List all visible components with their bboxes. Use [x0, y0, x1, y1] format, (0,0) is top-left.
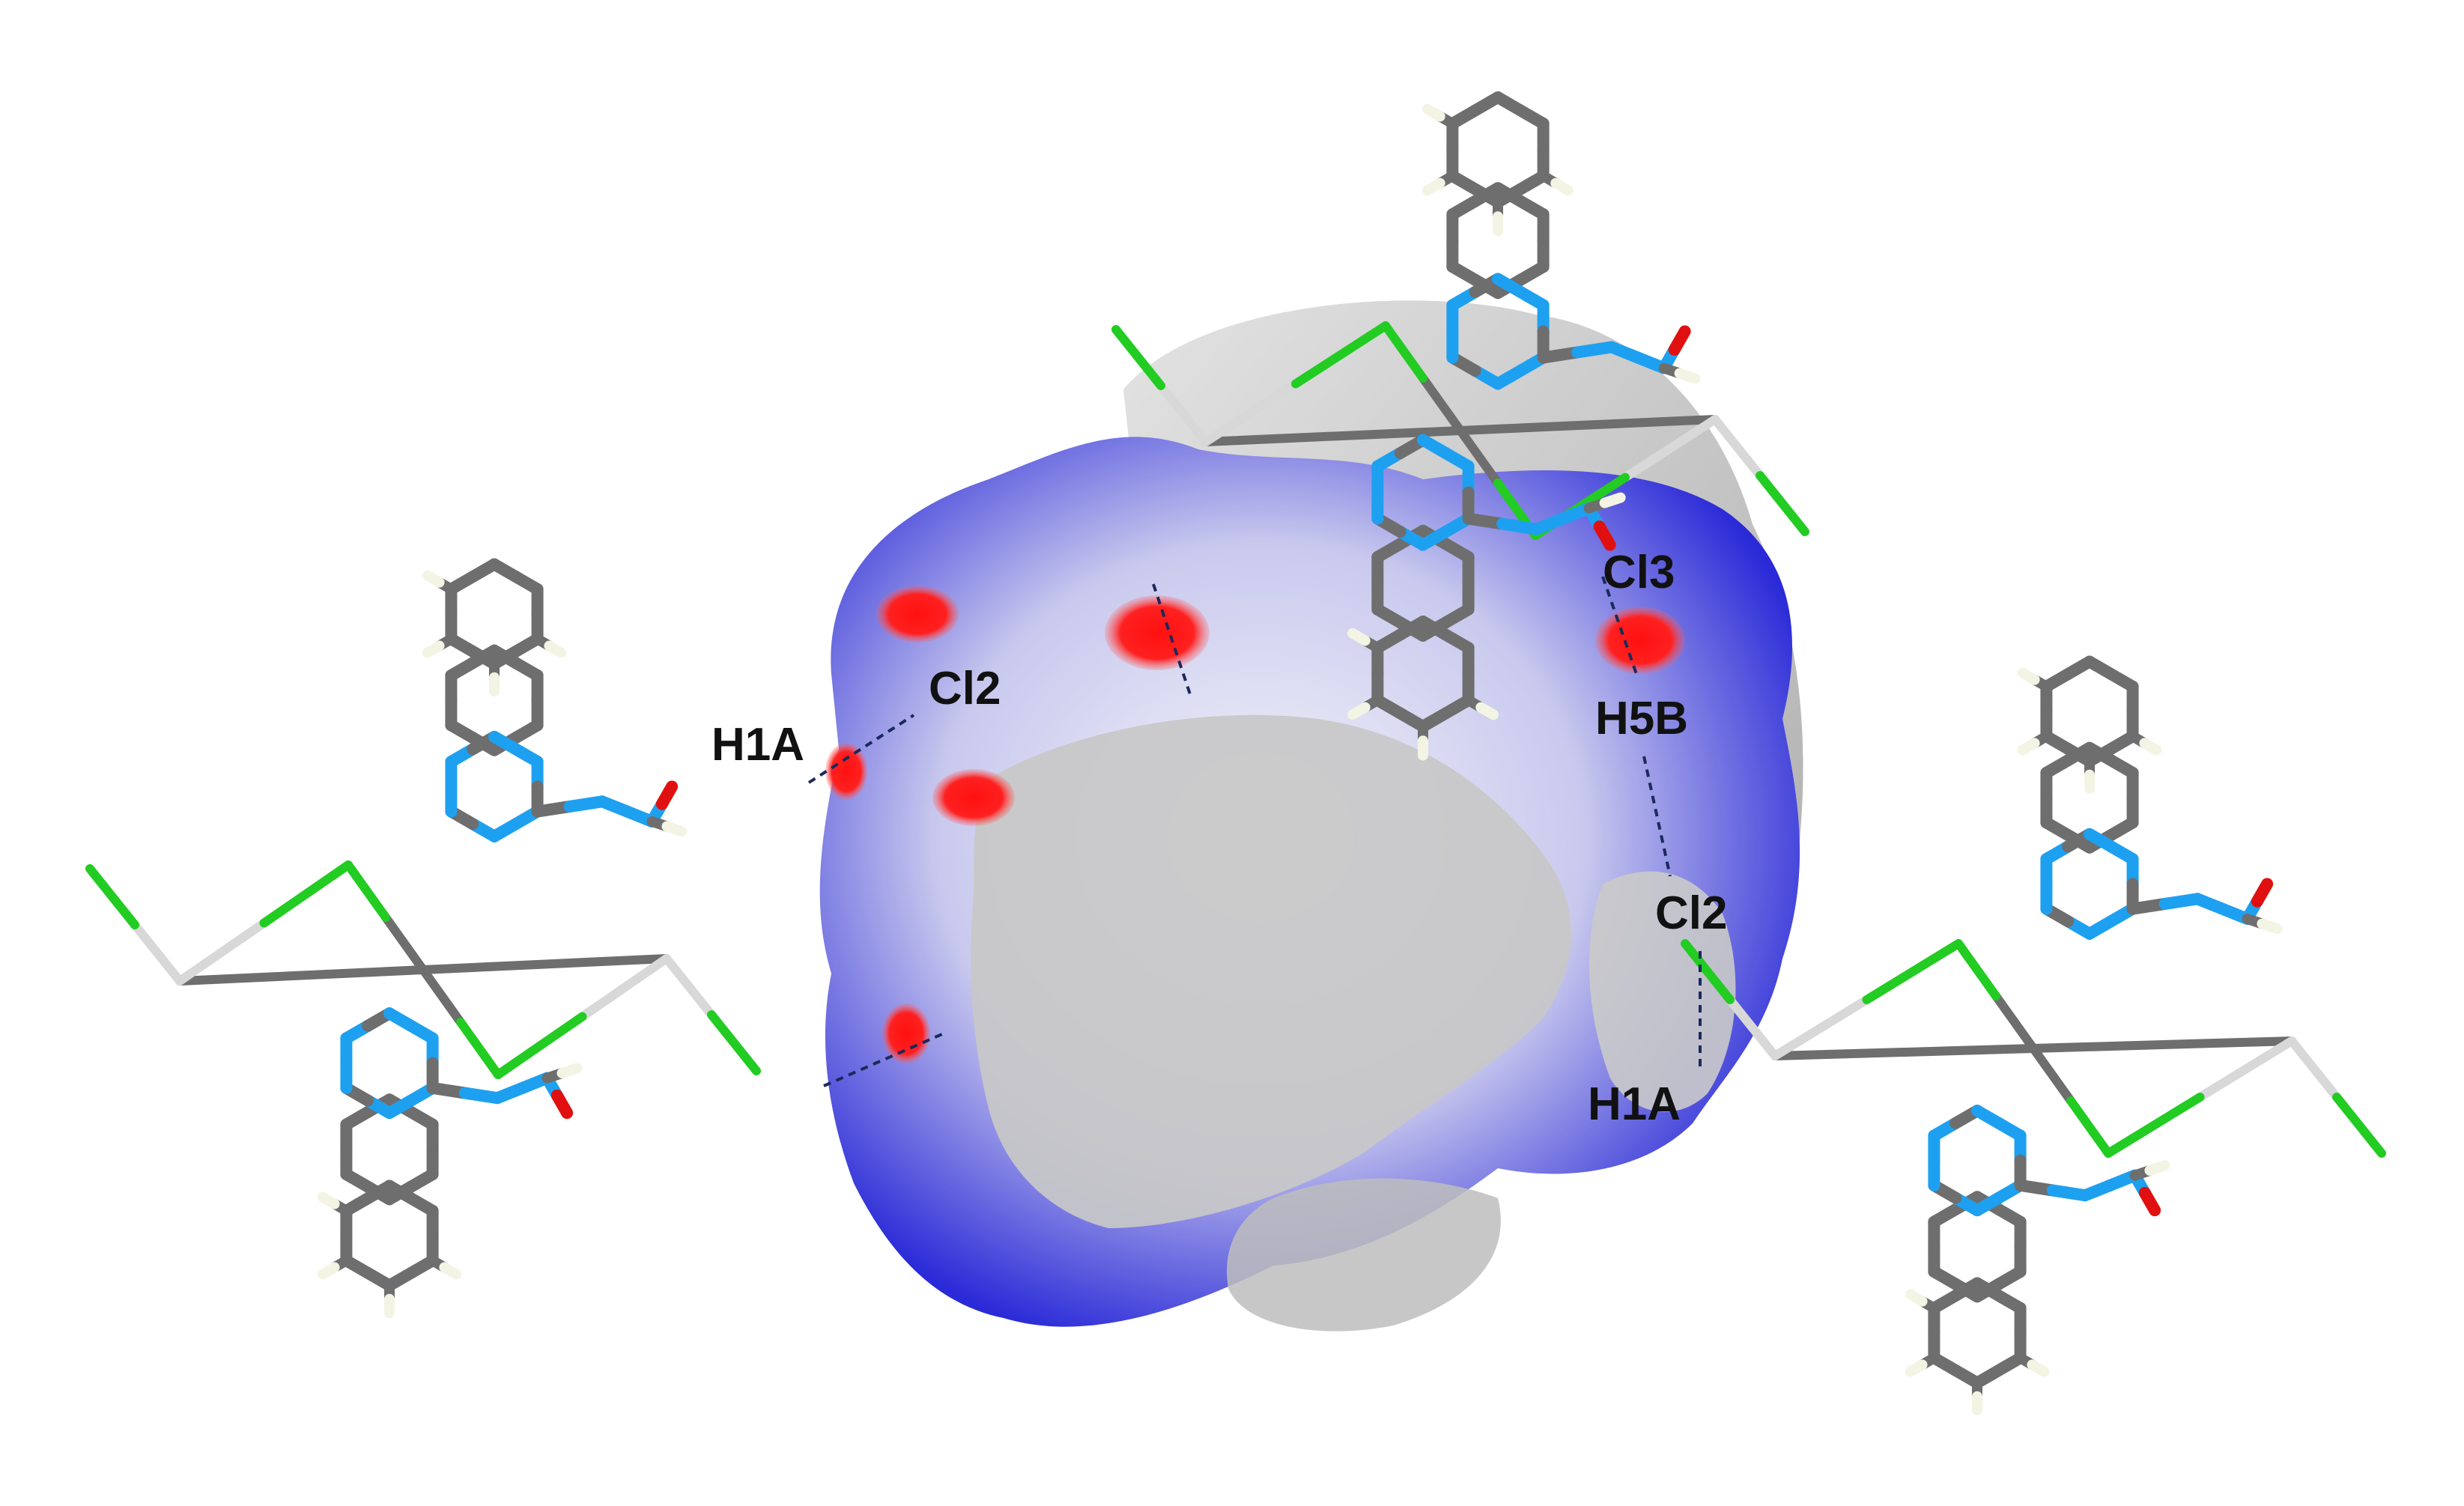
bond: [1770, 995, 1872, 1060]
bond: [1770, 1044, 2038, 1060]
bond: [2287, 1036, 2341, 1102]
bond: [2104, 1093, 2205, 1158]
bond: [2144, 1160, 2170, 1176]
surface-grey-patch-bottom: [1227, 1178, 1501, 1332]
bond: [422, 640, 445, 658]
bond: [422, 570, 445, 588]
red-spot-6: [882, 1004, 930, 1063]
label-cl3: Cl3: [1603, 547, 1675, 598]
bond: [1422, 177, 1445, 196]
bond: [1599, 492, 1626, 508]
molecule-stick-models: [85, 91, 2386, 1416]
bond: [419, 954, 671, 974]
bond: [419, 965, 465, 1027]
bond: [1201, 426, 1465, 446]
bond: [317, 1262, 340, 1280]
bond: [1674, 368, 1701, 384]
bond: [2257, 918, 2283, 935]
bond: [175, 918, 269, 986]
bond: [2332, 1093, 2386, 1158]
bond: [1456, 415, 1720, 435]
bond: [1991, 992, 2038, 1053]
bond: [2139, 738, 2162, 756]
bond: [1156, 381, 1210, 446]
bond: [439, 1262, 462, 1280]
bond: [1381, 321, 1427, 383]
bond: [1291, 321, 1390, 389]
bond: [577, 954, 671, 1021]
bond: [1726, 995, 1779, 1060]
bond: [381, 913, 428, 974]
bond: [707, 1010, 761, 1075]
contact-lower-left: [823, 1032, 944, 1087]
label-h5b: H5B: [1595, 693, 1688, 744]
bond: [1422, 103, 1445, 122]
contact-h5b-cl2: [1642, 756, 1672, 877]
contact-top-oh: [1152, 583, 1192, 697]
bond: [1550, 177, 1574, 196]
bond: [1111, 325, 1165, 390]
atom-labels: Cl3 H5B Cl2 H1A Cl2 H1A: [711, 547, 1727, 1130]
bond: [2029, 1044, 2075, 1105]
bond: [1905, 1359, 1928, 1377]
red-spot-5: [825, 743, 867, 800]
bond: [2195, 1036, 2296, 1102]
hirshfeld-surface: [819, 300, 1803, 1332]
label-cl2-right: Cl2: [1655, 887, 1727, 939]
bond: [456, 1018, 503, 1079]
red-spot-4: [932, 769, 1015, 826]
bond: [1681, 939, 1735, 1004]
bond: [344, 860, 390, 922]
bond: [1905, 1289, 1928, 1307]
red-spot-3: [1595, 607, 1685, 674]
bond: [655, 780, 679, 810]
bond: [1418, 374, 1465, 435]
contact-cl3-h5b: [1601, 576, 1638, 675]
bond: [662, 954, 716, 1019]
bond: [1456, 426, 1502, 488]
label-h1a-right: H1A: [1588, 1078, 1681, 1130]
bond: [2027, 1359, 2050, 1377]
bond: [1711, 415, 1764, 480]
bond: [85, 864, 139, 929]
bond: [544, 640, 567, 658]
contact-h1a-cl2-left: [807, 714, 915, 784]
label-h1a-left: H1A: [711, 719, 804, 771]
bond: [2017, 738, 2040, 756]
bond: [2138, 1186, 2161, 1217]
bond: [550, 1089, 574, 1120]
bond: [2029, 1036, 2296, 1053]
contact-lines: [807, 576, 1702, 1087]
bond: [317, 1191, 340, 1209]
label-cl2-top: Cl2: [929, 663, 1001, 714]
bond: [1347, 702, 1371, 720]
bond: [494, 1012, 587, 1079]
bond: [556, 1063, 583, 1078]
bond: [1862, 939, 1963, 1004]
bond: [1668, 325, 1691, 356]
bond: [1475, 702, 1499, 720]
surface-grey-patch-main: [971, 714, 1571, 1228]
bond: [2066, 1096, 2113, 1158]
bond: [1201, 379, 1300, 446]
bond: [259, 860, 353, 928]
bond: [175, 965, 428, 986]
red-spot-2: [1105, 595, 1210, 670]
bond: [1347, 628, 1371, 646]
bond: [661, 821, 688, 837]
red-spot-1: [876, 586, 959, 643]
bond: [1621, 415, 1720, 482]
bond: [1593, 520, 1616, 551]
bond: [1954, 939, 2000, 1001]
bond: [130, 920, 184, 986]
bond: [1756, 471, 1809, 536]
bond: [2017, 667, 2040, 685]
bond: [2251, 878, 2274, 908]
